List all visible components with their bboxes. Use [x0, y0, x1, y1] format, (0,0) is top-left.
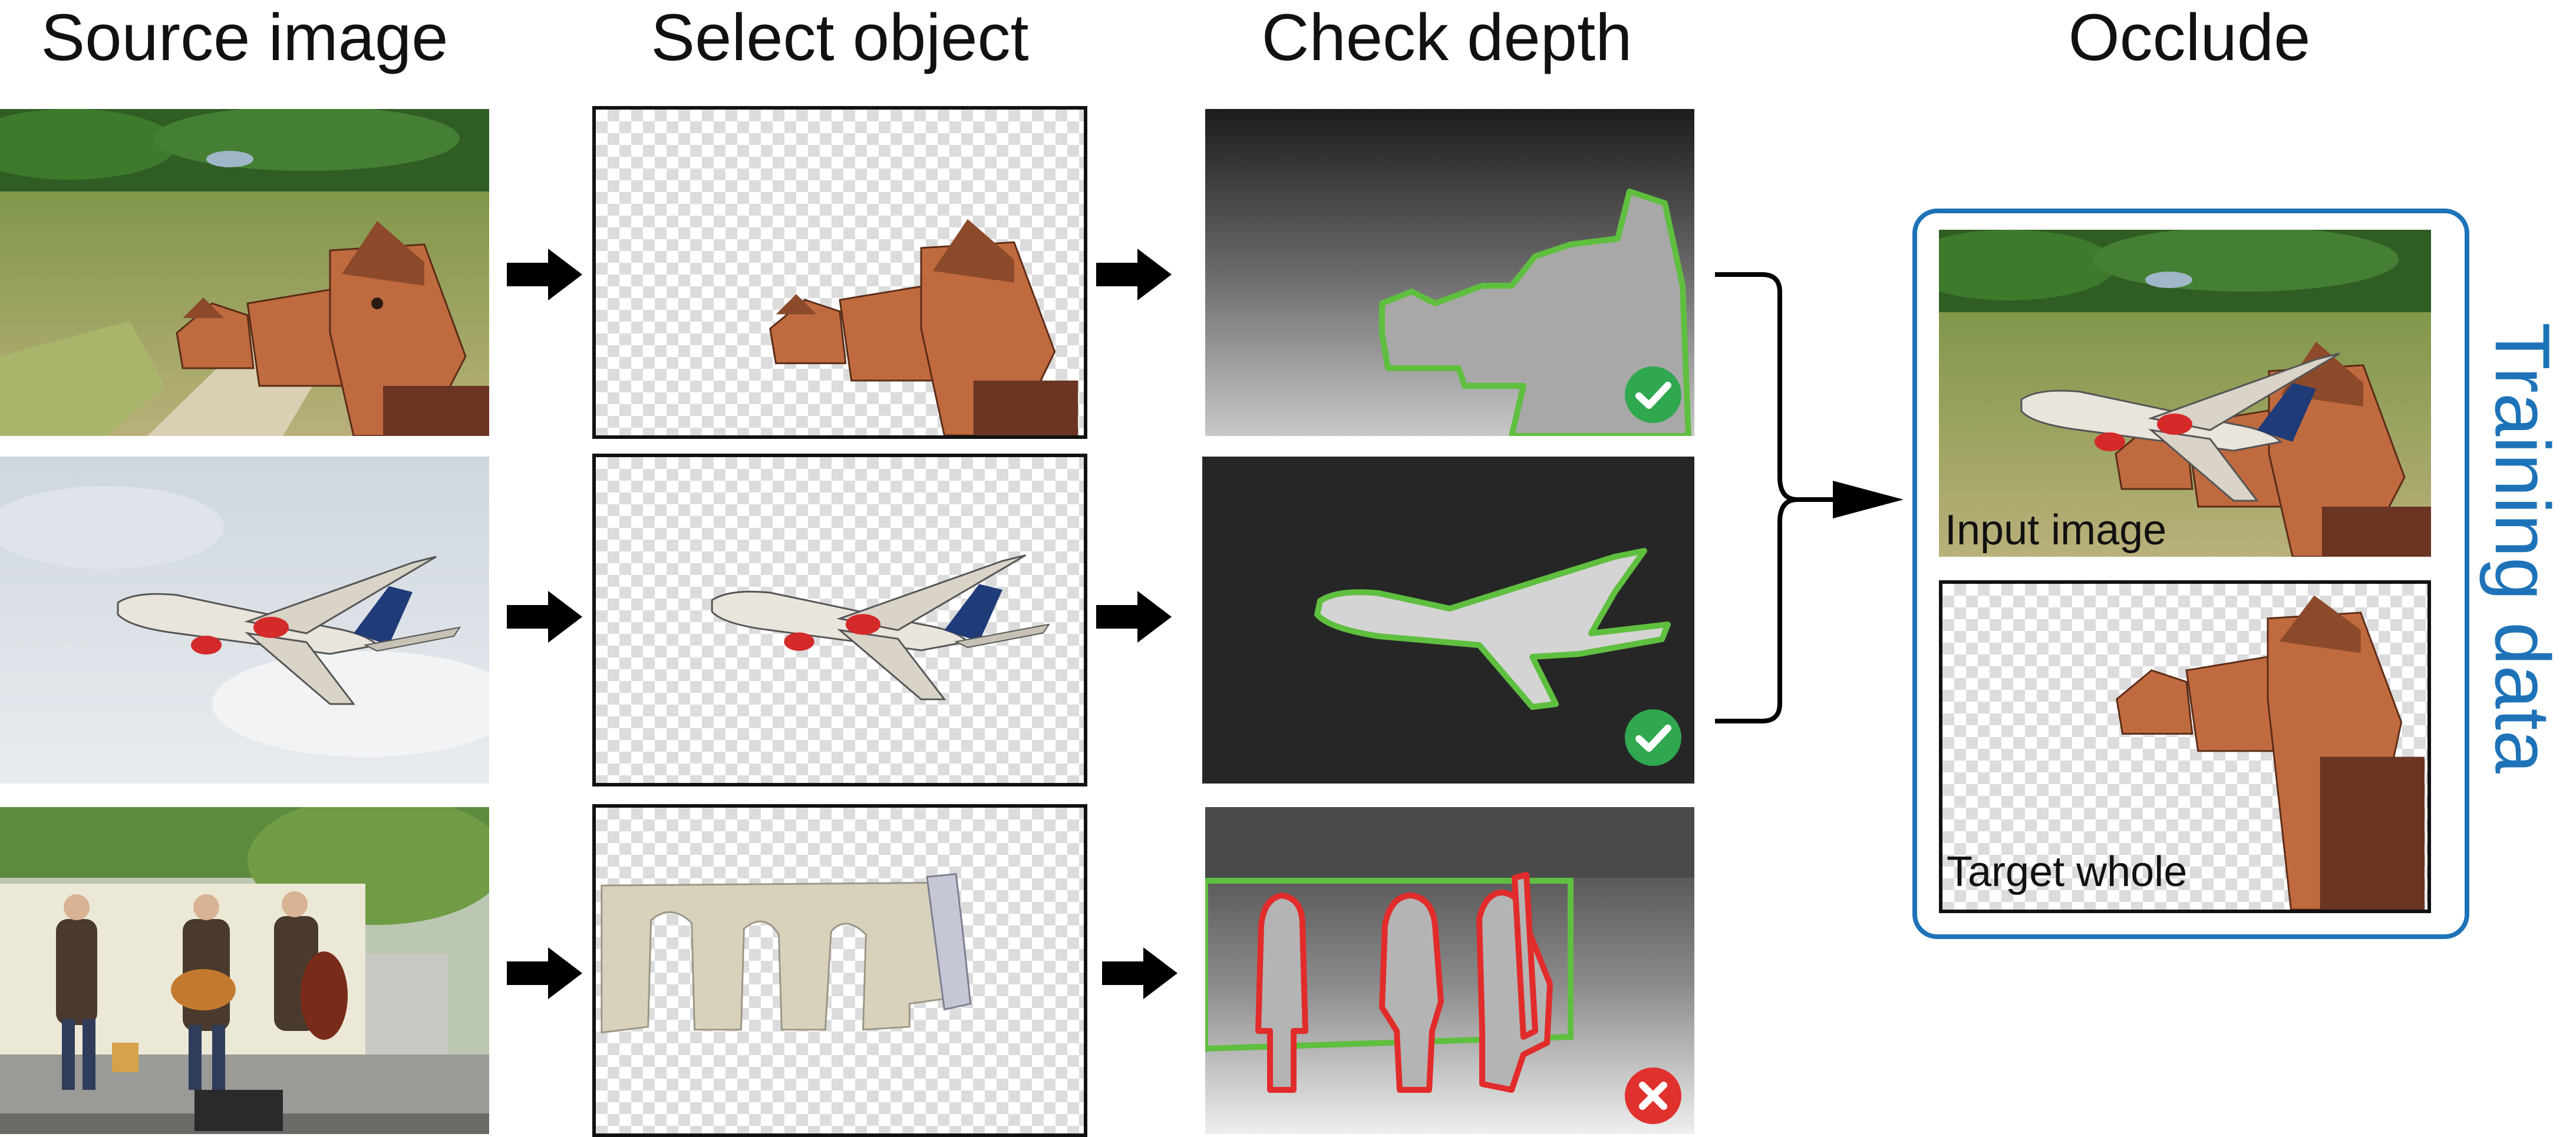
- right-arrow-icon: [507, 589, 583, 645]
- depth-map-street-musicians: [1205, 807, 1694, 1134]
- column-title-source: Source image: [41, 1, 448, 74]
- merge-bracket-icon: [1697, 265, 1909, 731]
- selected-object-castle: [592, 106, 1087, 439]
- right-arrow-icon: [507, 945, 583, 1002]
- source-image-castle: [0, 109, 489, 436]
- check-badge-icon: [1624, 365, 1683, 424]
- training-target-whole: [1939, 580, 2431, 913]
- column-title-depth: Check depth: [1261, 1, 1632, 74]
- column-title-select: Select object: [651, 1, 1029, 74]
- training-data-title-text: Training data: [2479, 322, 2567, 774]
- right-arrow-icon: [507, 246, 583, 303]
- depth-map-airplane: [1202, 457, 1694, 784]
- depth-map-castle: [1205, 109, 1694, 436]
- selected-object-airplane: [592, 454, 1087, 786]
- column-title-occlude: Occlude: [2068, 1, 2311, 74]
- source-image-street-musicians: [0, 807, 489, 1134]
- source-image-airplane: [0, 457, 489, 784]
- training-data-box: [1912, 209, 2469, 939]
- right-arrow-icon: [1102, 945, 1179, 1002]
- right-arrow-icon: [1096, 246, 1173, 303]
- training-target-label: Target whole: [1947, 848, 2188, 895]
- training-data-title: Training data: [2478, 289, 2567, 807]
- cross-badge-icon: [1624, 1066, 1683, 1125]
- check-badge-icon: [1624, 708, 1683, 767]
- right-arrow-icon: [1096, 589, 1173, 645]
- selected-object-wall: [592, 804, 1087, 1137]
- training-input-image: [1939, 230, 2431, 557]
- training-input-label: Input image: [1945, 507, 2167, 554]
